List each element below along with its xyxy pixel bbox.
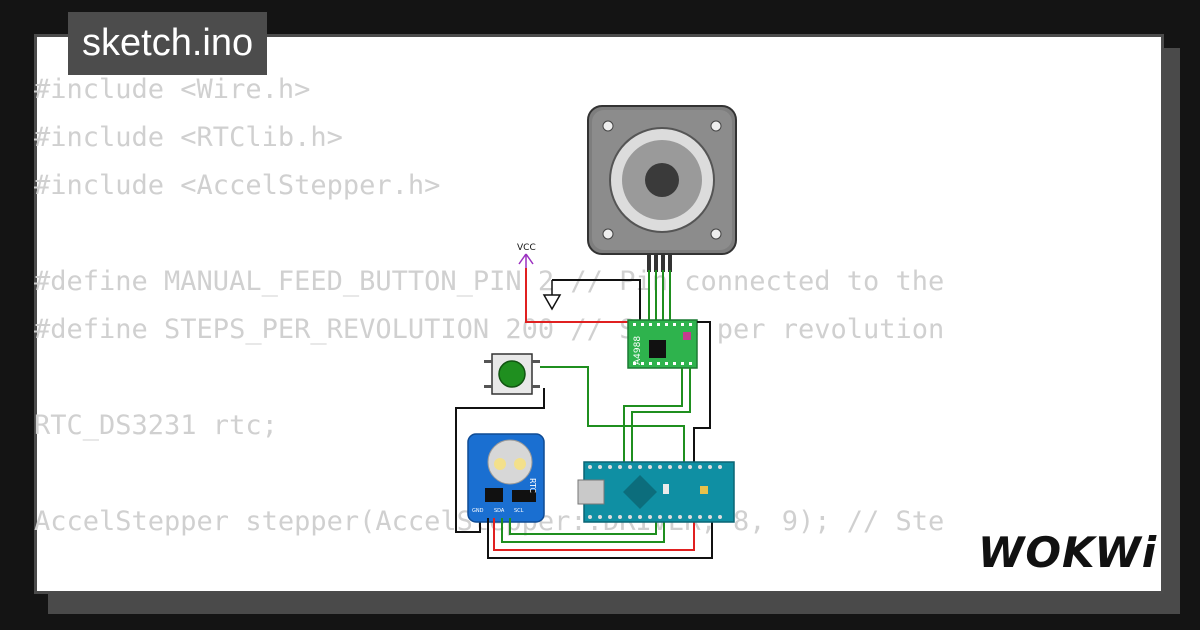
a4988-driver[interactable]: A4988 bbox=[627, 319, 698, 369]
file-title-tab: sketch.ino bbox=[68, 12, 268, 75]
code-line: #include <RTClib.h> bbox=[34, 122, 343, 153]
rtc-pin-gnd: GND bbox=[472, 508, 484, 514]
rtc-pin-scl: SCL bbox=[514, 508, 524, 514]
code-line: RTC_DS3231 rtc; bbox=[34, 410, 278, 441]
stepper-motor[interactable] bbox=[587, 105, 737, 272]
code-line: #define STEPS_PER_REVOLUTION 200 // Step… bbox=[34, 314, 945, 345]
vcc-label: VCC bbox=[517, 243, 536, 253]
wokwi-logo: WOKWi bbox=[978, 528, 1158, 577]
rtc-module[interactable]: RTC GND SDA SCL bbox=[467, 433, 545, 523]
code-line: #include <AccelStepper.h> bbox=[34, 170, 441, 201]
code-line: #include <Wire.h> bbox=[34, 74, 311, 105]
driver-label: A4988 bbox=[633, 336, 643, 365]
ground-wire bbox=[552, 279, 641, 322]
signal-wires bbox=[455, 321, 711, 533]
code-preview: #include <Wire.h> #include <RTClib.h> #inc… bbox=[34, 66, 1098, 546]
vcc-wire bbox=[525, 268, 632, 323]
ground-symbol bbox=[542, 280, 562, 311]
rtc-label: RTC bbox=[528, 478, 537, 493]
motor-wires bbox=[648, 270, 671, 320]
rtc-pin-sda: SDA bbox=[494, 508, 505, 514]
vcc-symbol: VCC bbox=[517, 243, 536, 270]
rtc-wires bbox=[487, 518, 713, 559]
code-line: #define MANUAL_FEED_BUTTON_PIN 2 // Pin … bbox=[34, 266, 945, 297]
arduino-nano[interactable] bbox=[577, 461, 735, 523]
push-button[interactable] bbox=[484, 353, 540, 395]
